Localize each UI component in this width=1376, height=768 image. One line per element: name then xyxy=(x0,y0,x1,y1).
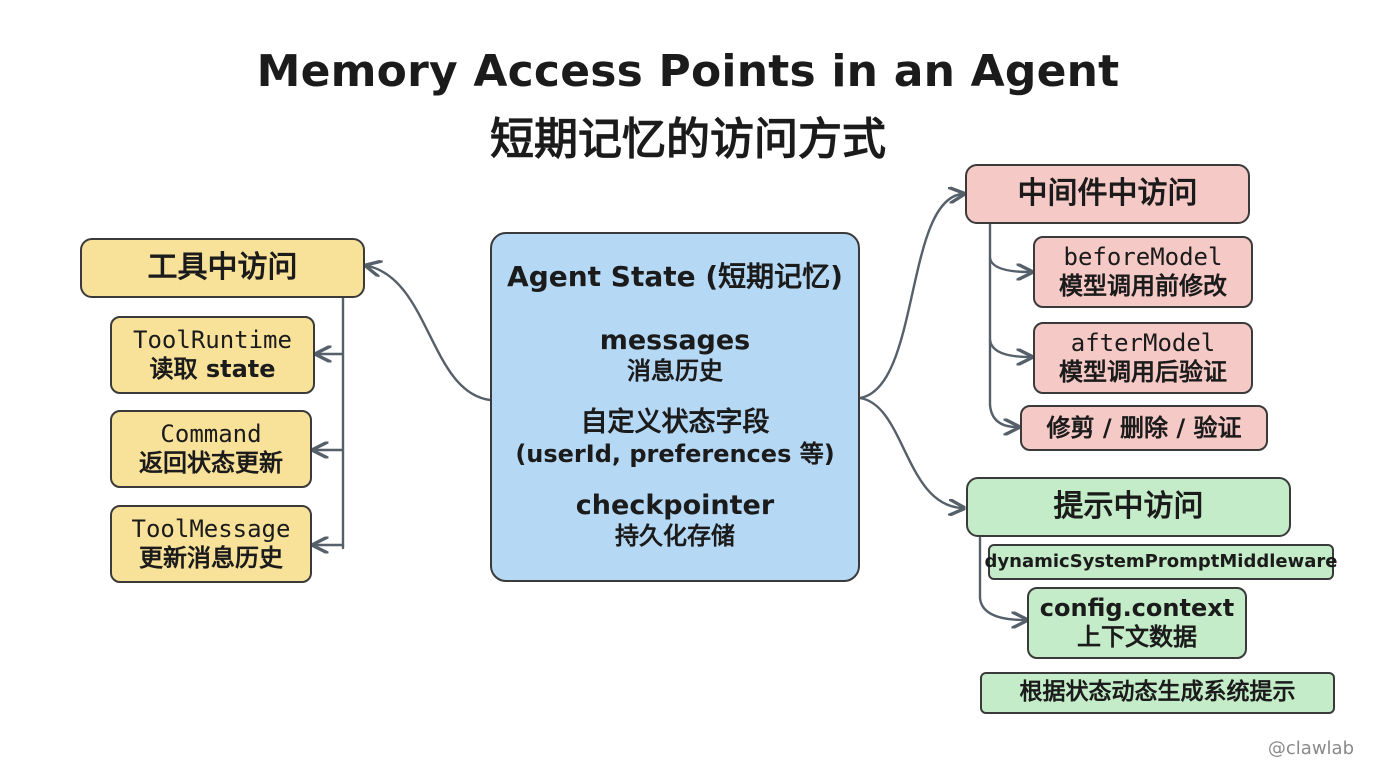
tools-item-command-desc: 返回状态更新 xyxy=(139,449,283,477)
middleware-header-label: 中间件中访问 xyxy=(1017,176,1198,211)
tools-item-command-name: Command xyxy=(160,420,262,449)
state-checkpointer-desc: 持久化存储 xyxy=(615,522,735,551)
tools-item-toolmessage-desc: 更新消息历史 xyxy=(139,544,283,572)
prompt-item-dynamic-middleware: dynamicSystemPromptMiddleware xyxy=(985,544,1337,580)
state-custom-fields-desc: (userId, preferences 等) xyxy=(515,439,835,468)
tools-item-command: Command 返回状态更新 xyxy=(110,410,312,488)
tools-item-toolmessage-name: ToolMessage xyxy=(131,515,291,544)
tools-header: 工具中访问 xyxy=(80,238,365,298)
prompt-item-dynamic-middleware-label: dynamicSystemPromptMiddleware xyxy=(984,551,1338,573)
edge-middleware-trim xyxy=(988,403,1017,427)
prompt-item-config-context-desc: 上下文数据 xyxy=(1077,623,1197,651)
diagram-subtitle: 短期记忆的访问方式 xyxy=(490,114,886,165)
edge-center-tools xyxy=(368,266,492,402)
agent-state-box: Agent State (短期记忆) messages 消息历史 自定义状态字段… xyxy=(490,232,860,582)
middleware-item-after-model-desc: 模型调用后验证 xyxy=(1059,358,1227,386)
prompt-item-config-context: config.context 上下文数据 xyxy=(1027,587,1247,659)
state-custom-fields: 自定义状态字段 xyxy=(580,407,770,439)
middleware-item-trim: 修剪 / 删除 / 验证 xyxy=(1020,405,1268,451)
tools-item-runtime-name: ToolRuntime xyxy=(133,326,292,355)
edge-prompt-context xyxy=(978,596,1025,620)
tools-item-toolmessage: ToolMessage 更新消息历史 xyxy=(110,505,312,583)
agent-state-title: Agent State (短期记忆) xyxy=(507,260,843,293)
middleware-item-after-model: afterModel 模型调用后验证 xyxy=(1033,322,1253,394)
edge-center-prompt xyxy=(858,396,962,508)
watermark: @clawlab xyxy=(1267,738,1354,759)
middleware-header: 中间件中访问 xyxy=(965,164,1250,224)
state-checkpointer: checkpointer xyxy=(575,489,775,521)
middleware-item-trim-label: 修剪 / 删除 / 验证 xyxy=(1046,413,1242,442)
diagram-title: Memory Access Points in an Agent xyxy=(256,46,1120,97)
tools-item-runtime: ToolRuntime 读取 state xyxy=(110,316,315,394)
tools-item-runtime-desc: 读取 state xyxy=(149,355,276,383)
middleware-item-before-model: beforeModel 模型调用前修改 xyxy=(1033,236,1253,308)
state-messages-desc: 消息历史 xyxy=(627,357,723,386)
prompt-item-dynamic-generate: 根据状态动态生成系统提示 xyxy=(980,672,1335,714)
prompt-item-dynamic-generate-label: 根据状态动态生成系统提示 xyxy=(1019,679,1296,706)
state-messages: messages xyxy=(599,324,751,356)
edge-center-middleware xyxy=(858,194,962,400)
middleware-item-before-model-desc: 模型调用前修改 xyxy=(1059,272,1227,300)
edge-middleware-before xyxy=(988,256,1030,272)
edge-middleware-after xyxy=(988,338,1030,357)
prompt-header: 提示中访问 xyxy=(966,477,1291,537)
tools-header-label: 工具中访问 xyxy=(147,250,298,285)
middleware-item-after-model-name: afterModel xyxy=(1070,329,1216,358)
prompt-header-label: 提示中访问 xyxy=(1053,489,1204,524)
middleware-item-before-model-name: beforeModel xyxy=(1063,243,1223,272)
prompt-item-config-context-name: config.context xyxy=(1039,594,1235,623)
